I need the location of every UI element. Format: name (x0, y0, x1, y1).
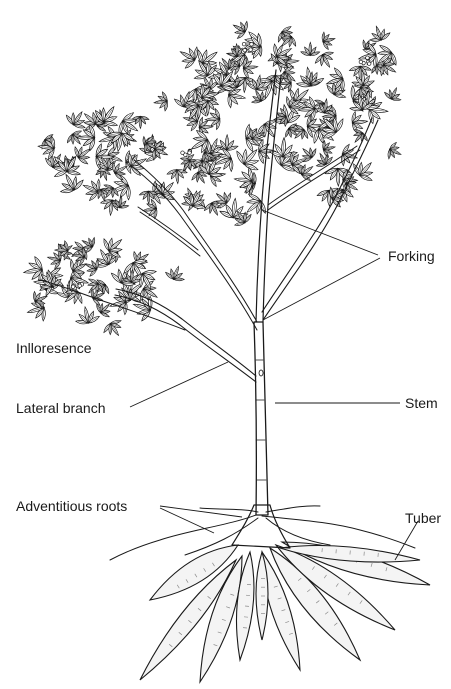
lateral-branch-label: Lateral branch (16, 400, 106, 416)
stem-label: Stem (405, 395, 438, 411)
lateral-branch-leader (130, 362, 228, 407)
leaf (301, 42, 320, 55)
leaf (167, 169, 188, 184)
leaf (242, 56, 259, 78)
flower-bud (359, 60, 363, 64)
leaf (229, 17, 250, 41)
root-system (110, 505, 430, 682)
lateral-branch (115, 289, 256, 382)
tuber-cluster (140, 542, 430, 682)
upper-stem (256, 70, 281, 322)
flower-bud (366, 56, 370, 60)
leaf (321, 139, 337, 159)
adventitious-roots-label: Adventitious roots (16, 498, 127, 514)
flower-bud (249, 48, 253, 52)
leaf (294, 65, 325, 89)
forking-label: Forking (388, 248, 435, 264)
inflorescence-label: Inlloresence (16, 340, 92, 356)
flower-bud (367, 62, 371, 66)
leaf (153, 91, 169, 112)
flower-bud (243, 48, 247, 52)
leaf (386, 141, 405, 163)
leaf (73, 304, 100, 325)
tuber-leader (395, 521, 418, 560)
leaf (79, 175, 103, 203)
main-stem (254, 322, 268, 515)
leaf (164, 263, 188, 283)
flower-bud (181, 151, 185, 155)
leaf (102, 317, 128, 341)
left-mid-branch (138, 207, 200, 256)
leaf (383, 84, 404, 103)
leaf (351, 110, 369, 133)
tuber-label: Tuber (405, 510, 441, 526)
flower-bud (250, 42, 254, 46)
flower-bud (188, 151, 192, 155)
leaf (321, 30, 337, 50)
leaf (175, 41, 201, 70)
leader-lines (130, 210, 418, 560)
flower-bud (71, 285, 75, 289)
leaf (366, 23, 391, 44)
forking-leader-upper (262, 210, 378, 255)
leaf (348, 127, 369, 147)
flower-bud (78, 284, 82, 288)
flower-bud (242, 42, 246, 46)
forking-leader-lower (263, 258, 380, 320)
leaf (141, 199, 158, 221)
leaf (77, 125, 95, 151)
